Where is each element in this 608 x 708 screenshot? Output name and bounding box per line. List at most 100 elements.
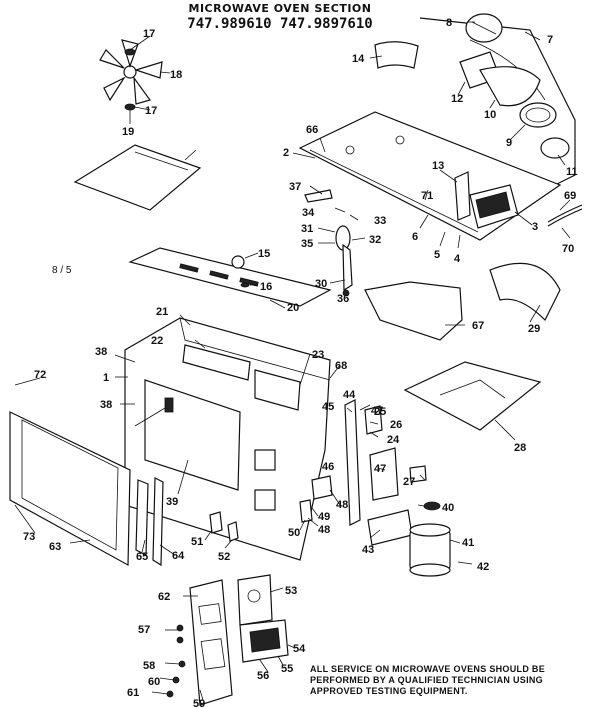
callout-41: 41: [462, 537, 474, 549]
callout-27: 27: [403, 476, 415, 488]
callout-31: 31: [301, 223, 313, 235]
callout-40: 40: [442, 502, 454, 514]
callout-34: 34: [302, 207, 315, 219]
capacitor-assembly: [304, 189, 353, 297]
callout-50: 50: [288, 527, 300, 539]
callout-29: 29: [528, 323, 540, 335]
stirrer-blade: [99, 39, 163, 111]
callout-14: 14: [352, 53, 365, 65]
page-reference: 8 / 5: [52, 265, 72, 276]
base-plate: [298, 111, 562, 241]
callout-58: 58: [143, 660, 155, 672]
exhaust-duct: [489, 262, 561, 322]
callout-51: 51: [191, 536, 203, 548]
callout-22: 22: [151, 335, 163, 347]
callout-17: 17: [143, 28, 155, 40]
callout-42: 42: [477, 561, 489, 573]
callout-73: 73: [23, 531, 35, 543]
bracket: [454, 171, 471, 221]
callout-56: 56: [257, 670, 269, 682]
callout-17: 17: [145, 105, 157, 117]
oven-lamp: [231, 255, 250, 288]
callout-64: 64: [172, 550, 185, 562]
door-switch: [209, 511, 239, 542]
callout-63: 63: [49, 541, 61, 553]
timer-switch: [239, 619, 289, 663]
callout-labels: 1234567891011121314151617171819202122232…: [23, 17, 578, 708]
callout-49: 49: [318, 511, 330, 523]
callout-10: 10: [484, 109, 496, 121]
callout-19: 19: [122, 126, 134, 138]
callout-24: 24: [387, 434, 400, 446]
callout-71: 71: [421, 190, 433, 202]
callout-9: 9: [506, 137, 512, 149]
callout-21: 21: [156, 306, 168, 318]
callout-46: 46: [322, 461, 334, 473]
callout-38: 38: [95, 346, 107, 358]
callout-7: 7: [547, 34, 553, 46]
callout-48: 48: [318, 524, 330, 536]
callout-4: 4: [454, 253, 461, 265]
waveguide: [182, 344, 301, 411]
callout-15: 15: [258, 248, 270, 260]
top-cover: [364, 281, 463, 341]
bottom-plate: [403, 361, 542, 431]
callout-6: 6: [412, 231, 418, 243]
vent-plate: [128, 247, 332, 307]
fan-motor: [465, 13, 503, 43]
callout-33: 33: [374, 215, 386, 227]
callout-45: 45: [322, 401, 334, 413]
callout-37: 37: [289, 181, 301, 193]
callout-69: 69: [564, 190, 576, 202]
callout-11: 11: [566, 166, 578, 178]
control-panel: [189, 579, 233, 706]
callout-28: 28: [514, 442, 526, 454]
door-hinge: [135, 477, 164, 567]
callout-47: 47: [371, 405, 383, 417]
panel-hardware: [166, 624, 186, 698]
callout-52: 52: [218, 551, 230, 563]
callout-26: 26: [390, 419, 402, 431]
callout-16: 16: [260, 281, 272, 293]
callout-43: 43: [362, 544, 374, 556]
callout-25: 25: [374, 406, 386, 418]
callout-66: 66: [306, 124, 318, 136]
blower-ring: [519, 102, 557, 128]
callout-68: 68: [335, 360, 347, 372]
callout-61: 61: [127, 687, 139, 699]
callout-59: 59: [193, 698, 205, 708]
transformer: [469, 184, 519, 229]
callout-35: 35: [301, 238, 313, 250]
callout-54: 54: [293, 643, 306, 655]
service-note-line: ALL SERVICE ON MICROWAVE OVENS SHOULD BE: [310, 664, 546, 674]
callout-57: 57: [138, 624, 150, 636]
blower-gasket: [540, 137, 570, 159]
callout-23: 23: [312, 349, 324, 361]
callout-38: 38: [100, 399, 112, 411]
service-note-line: APPROVED TESTING EQUIPMENT.: [310, 686, 468, 696]
wire-harness: [547, 204, 583, 227]
stirrer-cover: [73, 144, 202, 211]
callout-36: 36: [337, 293, 349, 305]
service-note-line: PERFORMED BY A QUALIFIED TECHNICIAN USIN…: [310, 675, 543, 685]
callout-12: 12: [451, 93, 463, 105]
callout-39: 39: [166, 496, 178, 508]
callout-48: 48: [336, 499, 348, 511]
clamp-band: [374, 41, 419, 69]
callout-47: 47: [374, 463, 386, 475]
leader-lines: [14, 21, 571, 701]
callout-3: 3: [532, 221, 538, 233]
callout-32: 32: [369, 234, 381, 246]
callout-2: 2: [283, 147, 289, 159]
callout-18: 18: [170, 69, 182, 81]
callout-60: 60: [148, 676, 160, 688]
callout-70: 70: [562, 243, 574, 255]
callout-65: 65: [136, 551, 148, 563]
turntable-motor: [367, 501, 451, 577]
callout-53: 53: [285, 585, 297, 597]
diagram-title: MICROWAVE OVEN SECTION: [188, 2, 372, 15]
callout-20: 20: [287, 302, 299, 314]
callout-5: 5: [434, 249, 440, 261]
